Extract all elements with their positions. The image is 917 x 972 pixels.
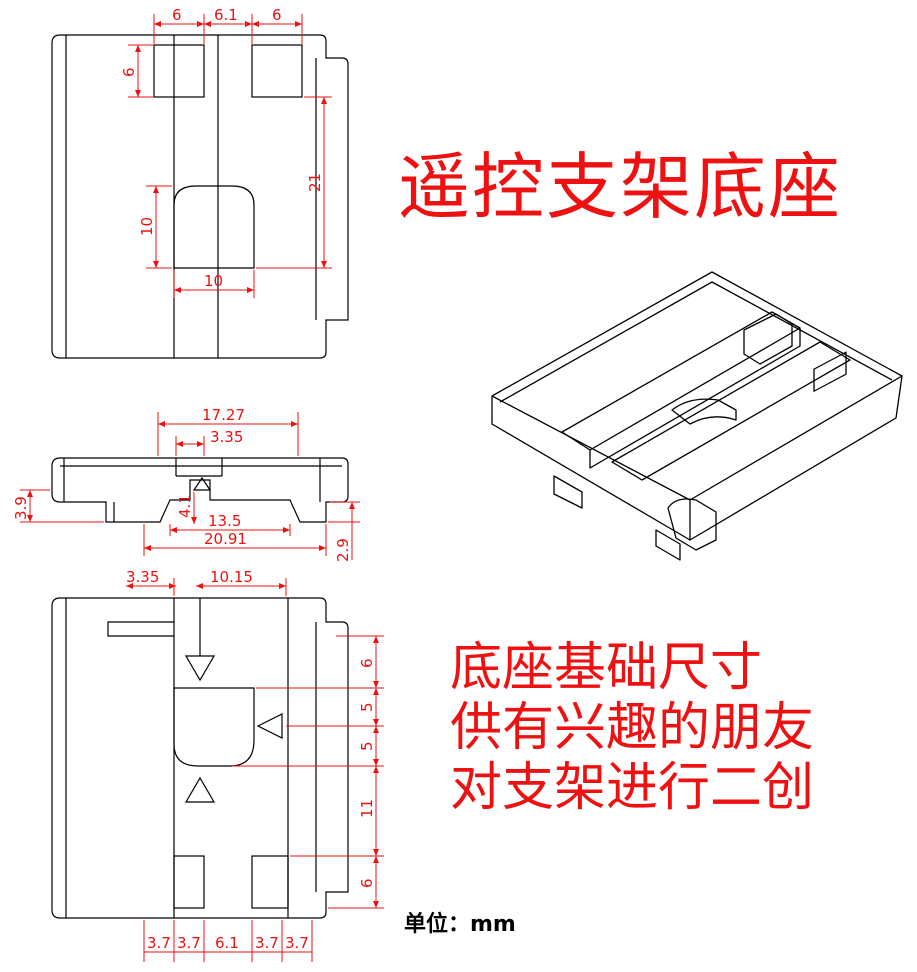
dim-top-len: 21 xyxy=(306,173,324,192)
dim-bottom-v1: 6 xyxy=(358,658,376,668)
top-square-left xyxy=(153,44,205,98)
dim-bottom-b2: 3.7 xyxy=(177,934,201,952)
top-slot xyxy=(173,185,255,269)
bottom-square-left xyxy=(173,855,205,909)
iso-post-left xyxy=(743,313,793,365)
dim-bottom-right: 10.15 xyxy=(210,568,253,586)
iso-slot xyxy=(671,398,737,425)
unit-label: 单位：mm xyxy=(404,912,516,937)
dim-bottom-v5: 6 xyxy=(358,878,376,888)
dim-top-w1: 6 xyxy=(172,6,182,24)
dim-front-hright: 2.9 xyxy=(334,538,352,562)
bottom-square-right xyxy=(251,855,289,909)
iso-base-front xyxy=(689,375,903,541)
bottom-view-dims: 3.35 10.15 6 5 5 11 6 3.7 3.7 6.1 3.7 3.… xyxy=(126,568,384,962)
note-line-2: 供有兴趣的朋友 xyxy=(450,698,815,758)
arrow-up-symbol xyxy=(184,776,216,803)
note-line-3: 对支架进行二创 xyxy=(450,758,815,818)
front-view-dims: 17.27 3.35 3.9 4.1 13.5 20.91 2.9 xyxy=(12,406,360,562)
dim-top-w2: 6.1 xyxy=(214,6,238,24)
dim-front-total: 17.27 xyxy=(202,406,245,424)
dim-front-hmid: 4.1 xyxy=(176,494,194,518)
arrow-down-symbol xyxy=(184,655,216,682)
dim-top-w3: 6 xyxy=(272,6,282,24)
front-triangle xyxy=(192,476,212,491)
iso-channel xyxy=(561,311,801,469)
iso-base-top xyxy=(491,271,903,501)
front-view xyxy=(51,457,349,523)
dim-front-bottom: 13.5 xyxy=(208,512,241,530)
iso-base-side xyxy=(491,396,691,541)
note-block: 底座基础尺寸 供有兴趣的朋友 对支架进行二创 xyxy=(450,638,814,818)
iso-foot-right xyxy=(655,529,681,561)
dim-bottom-b5: 3.7 xyxy=(285,934,309,952)
top-view xyxy=(51,34,349,359)
dim-front-inner: 3.35 xyxy=(210,428,243,446)
dim-bottom-b1: 3.7 xyxy=(147,934,171,952)
bottom-tab xyxy=(107,621,174,637)
top-square-right xyxy=(251,44,303,98)
front-view-outline xyxy=(51,457,349,523)
dim-top-hslot: 10 xyxy=(138,217,156,236)
drawing-title: 遥控支架底座 xyxy=(398,145,843,229)
iso-foot-left xyxy=(553,475,583,509)
dim-bottom-left: 3.35 xyxy=(126,568,159,586)
iso-square-hole xyxy=(813,351,847,392)
iso-channel-right xyxy=(611,341,851,481)
dim-bottom-b3: 6.1 xyxy=(215,934,239,952)
bottom-slot xyxy=(173,687,255,767)
bottom-view-outline xyxy=(51,597,349,919)
iso-corner xyxy=(667,498,717,551)
dim-bottom-v3: 5 xyxy=(358,741,376,751)
dim-bottom-v4: 11 xyxy=(358,799,376,818)
dim-front-hleft: 3.9 xyxy=(12,496,30,520)
dim-bottom-v2: 5 xyxy=(358,702,376,712)
dim-top-wslot: 10 xyxy=(204,272,223,290)
note-line-1: 底座基础尺寸 xyxy=(450,638,763,698)
iso-base-inner-edge xyxy=(499,281,893,403)
top-view-dims: 6 6.1 6 6 10 10 21 xyxy=(120,6,332,298)
bottom-view xyxy=(51,597,349,919)
dim-front-base: 20.91 xyxy=(204,530,247,548)
dim-top-hsq: 6 xyxy=(120,67,138,77)
dim-bottom-b4: 3.7 xyxy=(255,934,279,952)
isometric-view xyxy=(491,271,903,561)
top-view-outline xyxy=(51,34,349,359)
arrow-left-symbol xyxy=(256,713,283,739)
